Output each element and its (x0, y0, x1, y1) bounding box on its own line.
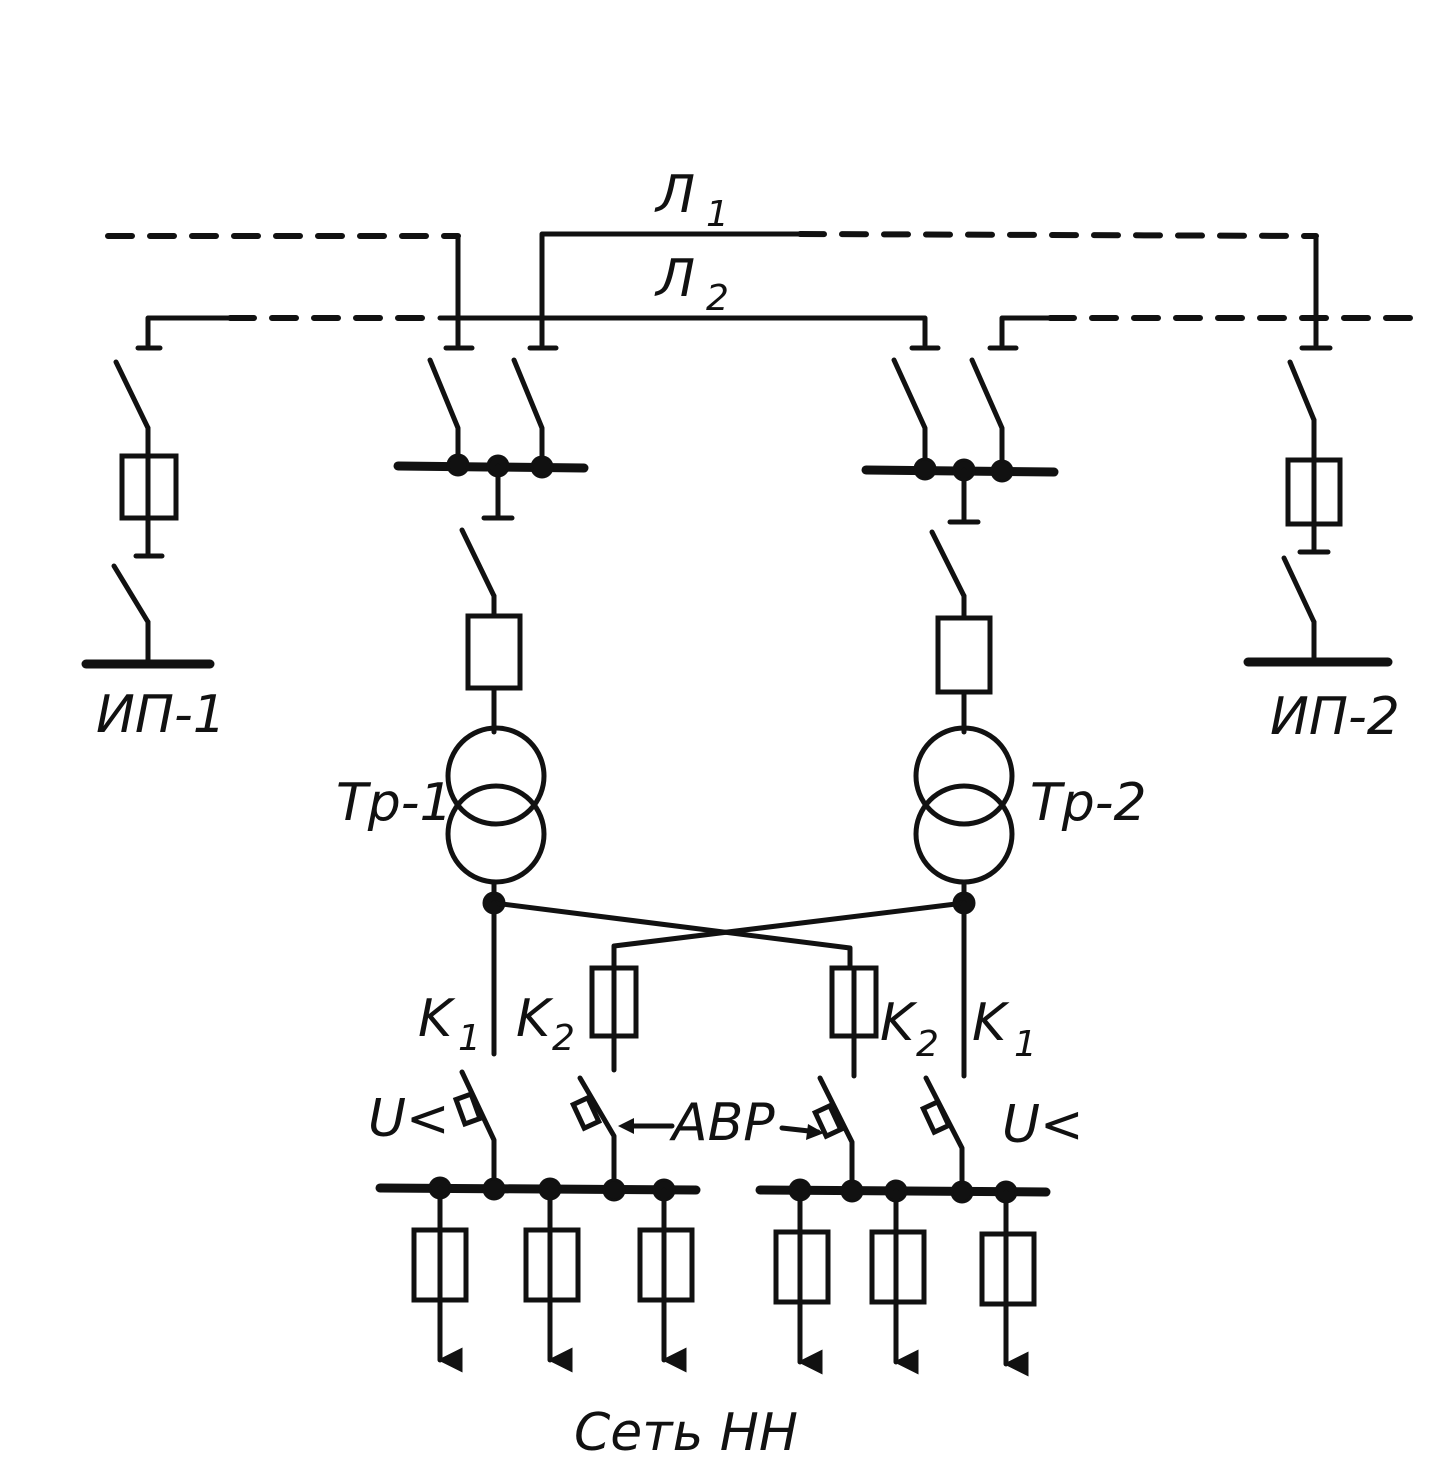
feeder-5 (869, 1188, 927, 1375)
label-k1-right: K (972, 993, 1010, 1053)
label-tr1: Тр-1 (336, 773, 453, 833)
label-ip2: ИП-2 (1270, 687, 1400, 747)
label-l2-sub: 2 (706, 278, 729, 319)
label-k2-right-sub: 2 (916, 1024, 939, 1065)
relay-k2-right (829, 965, 879, 1079)
label-avr: АВР (669, 1093, 775, 1153)
label-l1-sub: 1 (706, 194, 729, 235)
lv-cross-connection (482, 879, 976, 1079)
transformer-tr1 (445, 725, 547, 885)
feeder-3 (637, 1187, 695, 1373)
feeder-4 (773, 1187, 831, 1375)
label-undervoltage-left: U< (368, 1089, 450, 1149)
transformer-tr2 (913, 725, 1015, 885)
feeder-2 (523, 1186, 581, 1373)
label-k2-left-sub: 2 (552, 1018, 575, 1059)
line-l2 (145, 315, 1413, 348)
feeder-1 (411, 1185, 469, 1373)
label-k1-left-sub: 1 (458, 1018, 481, 1059)
lv-bus-left (375, 1176, 701, 1202)
label-l2: Л (654, 249, 695, 309)
hv-node-left (393, 357, 589, 735)
label-tr2: Тр-2 (1030, 773, 1147, 833)
source-ip1-branch (81, 359, 215, 669)
label-k2-right: K (880, 993, 918, 1053)
lv-switches (452, 1069, 965, 1193)
label-k2-left: K (516, 989, 554, 1049)
label-undervoltage-right: U< (1002, 1095, 1084, 1155)
hv-node-right (861, 357, 1059, 735)
label-network: Сеть НН (574, 1403, 798, 1463)
avr-arrows (618, 1118, 824, 1140)
label-l1: Л (654, 165, 695, 225)
label-k1-right-sub: 1 (1014, 1024, 1037, 1065)
label-ip1: ИП-1 (96, 685, 226, 745)
line-l1 (105, 231, 1319, 348)
feeder-6 (979, 1189, 1037, 1377)
lv-bus-right (755, 1178, 1051, 1204)
feeders (411, 1185, 1037, 1377)
source-ip2-branch (1243, 359, 1393, 667)
relay-k2-left (589, 965, 639, 1073)
label-k1-left: K (418, 989, 456, 1049)
